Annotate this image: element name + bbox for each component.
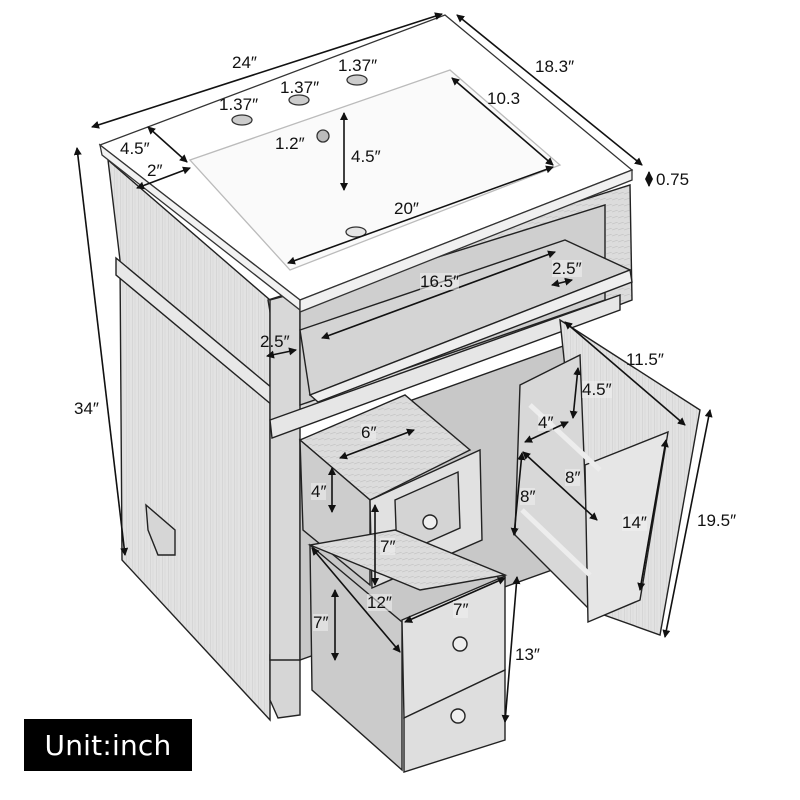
label-door-height: 19.5″ (697, 511, 737, 530)
label-faucet-hole-3: 1.37″ (338, 56, 378, 75)
label-tip-out-depth-left: 2.5″ (260, 332, 290, 351)
label-lower-drawer-front-width: 7″ (453, 600, 469, 619)
label-upper-drawer-width: 6″ (361, 423, 377, 442)
label-faucet-to-basin: 4.5″ (351, 147, 381, 166)
label-top-side-margin: 2″ (147, 161, 163, 180)
label-upper-drawer-side-height: 4″ (311, 482, 327, 501)
label-door-rack-height: 14″ (622, 513, 647, 532)
label-door-shelf-length: 8″ (565, 468, 581, 487)
label-tip-out-width: 16.5″ (420, 272, 460, 291)
cabinet-left-side (107, 158, 301, 722)
label-faucet-hole-2: 1.37″ (280, 78, 320, 97)
label-top-thickness: 0.75 (656, 170, 690, 189)
label-overall-depth: 18.3″ (535, 57, 575, 76)
dimension-lines (73, 12, 713, 723)
label-upper-drawer-front-height: 7″ (380, 537, 396, 556)
label-top-side-overhang: 4.5″ (120, 139, 150, 158)
label-lower-drawer-side-height: 7″ (313, 613, 329, 632)
label-faucet-hole-1: 1.37″ (219, 95, 259, 114)
label-overall-height: 34″ (74, 399, 99, 418)
label-lower-drawer-depth: 12″ (367, 593, 392, 612)
label-door-shelf-spacing: 8″ (520, 487, 536, 506)
label-basin-width: 20″ (394, 199, 419, 218)
unit-badge: Unit:inch (24, 719, 192, 771)
label-overall-width: 24″ (232, 53, 257, 72)
label-basin-depth: 10.3 (487, 89, 521, 108)
label-door-width: 11.5″ (626, 350, 664, 369)
label-door-shelf-gap: 4.5″ (582, 380, 612, 399)
label-tip-out-depth-right: 2.5″ (552, 259, 582, 278)
label-lower-drawers-total-height: 13″ (515, 645, 540, 664)
label-door-shelf-depth: 4″ (538, 413, 554, 432)
label-drain-hole: 1.2″ (275, 134, 305, 153)
